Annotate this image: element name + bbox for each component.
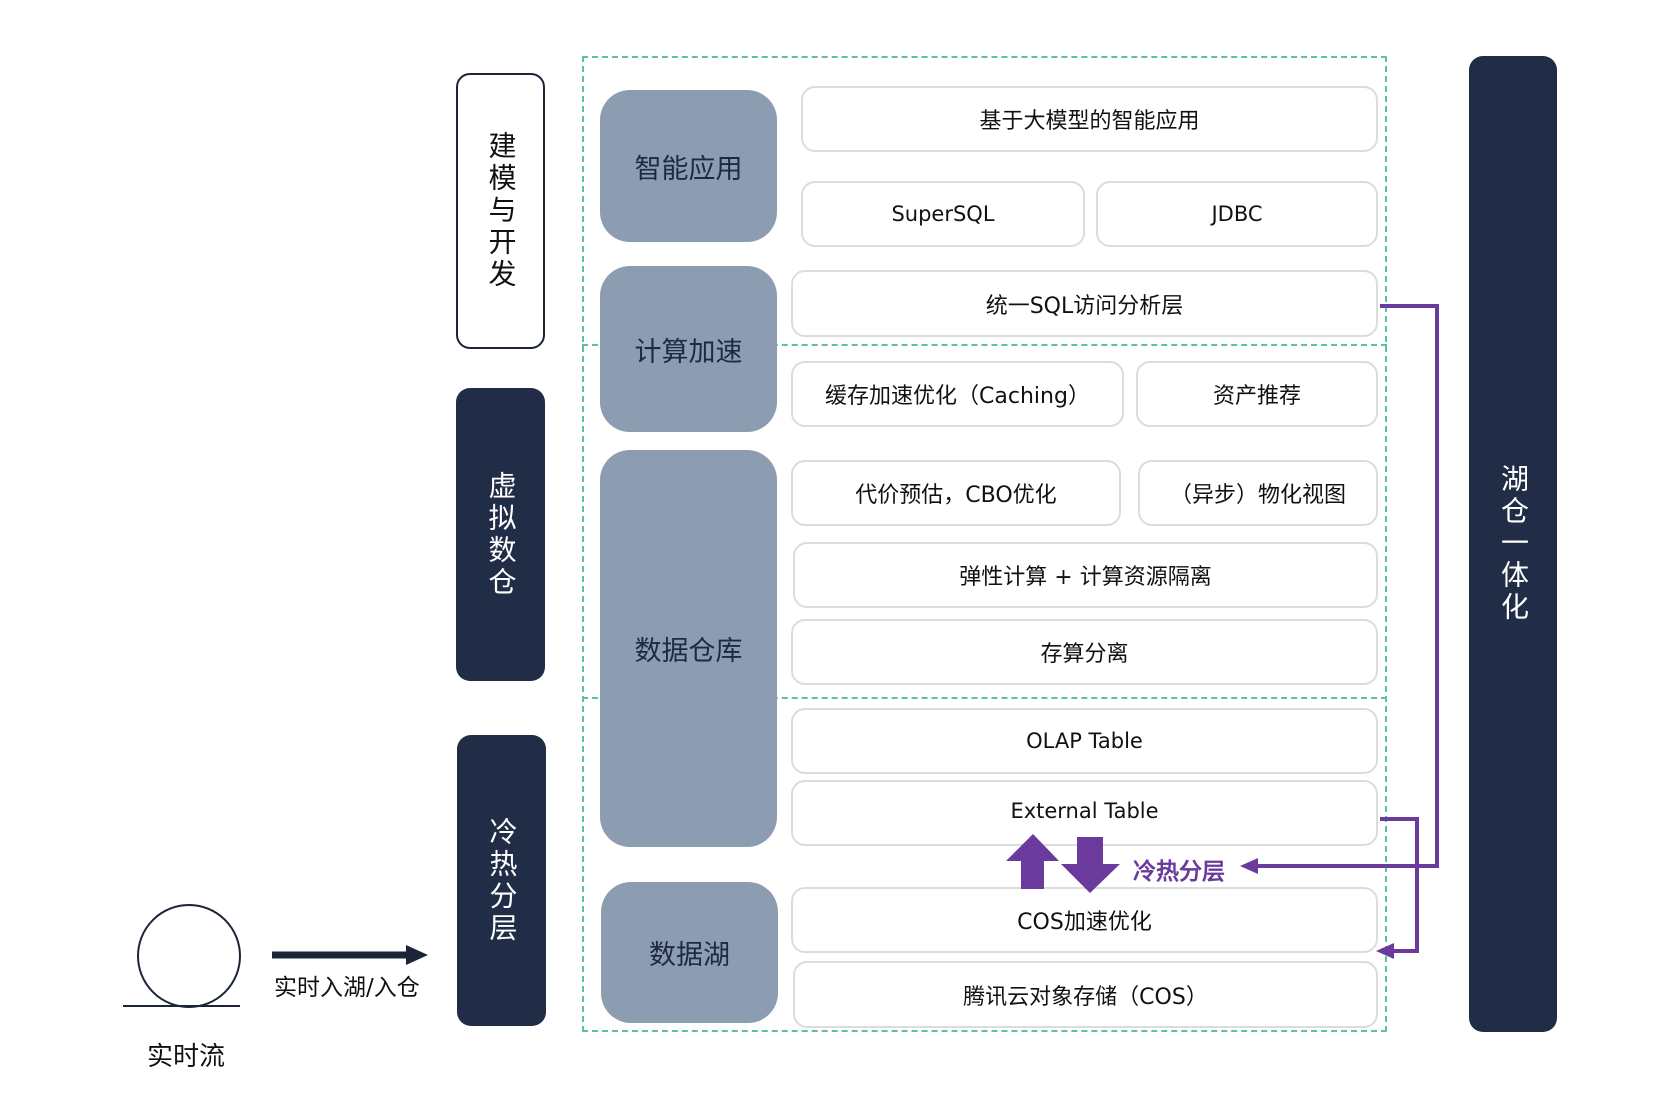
category-data-lake-label: 数据湖: [649, 940, 730, 971]
cell-cbo: 代价预估，CBO优化: [791, 460, 1121, 526]
category-ai-apps: 智能应用: [600, 90, 777, 242]
cell-supersql: SuperSQL: [801, 181, 1085, 247]
cell-cos-accel: COS加速优化: [791, 887, 1378, 953]
category-compute-accel: 计算加速: [600, 266, 777, 432]
cell-asset-recommend: 资产推荐: [1136, 361, 1378, 427]
cell-llm-apps: 基于大模型的智能应用: [801, 86, 1378, 152]
cell-olap-table-text: OLAP Table: [1026, 729, 1143, 753]
cell-cos-accel-text: COS加速优化: [1017, 910, 1152, 935]
cell-materialized-view: （异步）物化视图: [1138, 460, 1378, 526]
side-label-modeling-text: 建模与开发: [484, 131, 518, 291]
ingest-arrowhead: [406, 945, 428, 965]
side-label-virtual-dw: 虚拟数仓: [456, 388, 545, 681]
cell-cos-storage-text: 腾讯云对象存储（COS）: [963, 984, 1208, 1010]
cell-external-table: External Table: [791, 780, 1378, 846]
side-label-lakehouse: 湖仓一体化: [1469, 56, 1557, 1032]
connector-external-table-to-cos: [1380, 817, 1419, 953]
side-label-lakehouse-text: 湖仓一体化: [1497, 464, 1530, 624]
cell-cos-storage: 腾讯云对象存储（COS）: [793, 961, 1378, 1028]
cell-supersql-text: SuperSQL: [891, 202, 995, 226]
cell-elastic-compute-text: 弹性计算 + 计算资源隔离: [959, 565, 1212, 590]
cell-asset-recommend-text: 资产推荐: [1212, 384, 1301, 409]
category-data-warehouse-label: 数据仓库: [634, 636, 743, 667]
cell-unified-sql-text: 统一SQL访问分析层: [985, 293, 1184, 319]
cell-materialized-view-text: （异步）物化视图: [1169, 483, 1346, 508]
cell-olap-table: OLAP Table: [791, 708, 1378, 774]
layer-divider-top: [582, 344, 1387, 346]
cell-caching: 缓存加速优化（Caching）: [791, 361, 1124, 427]
tiering-flow-label: 冷热分层: [1133, 859, 1225, 885]
cell-jdbc-text: JDBC: [1211, 202, 1263, 226]
realtime-stream-label: 实时流: [147, 1042, 226, 1072]
cell-jdbc: JDBC: [1096, 181, 1378, 247]
category-data-lake: 数据湖: [601, 882, 778, 1023]
realtime-stream-icon: [137, 904, 241, 1008]
arrowhead-cos: [1376, 943, 1394, 959]
up-arrow-icon: [1006, 834, 1059, 889]
cell-elastic-compute: 弹性计算 + 计算资源隔离: [793, 542, 1378, 608]
side-label-tiering: 冷热分层: [457, 735, 546, 1026]
arrowhead-tiering: [1240, 858, 1258, 874]
category-ai-apps-label: 智能应用: [634, 153, 743, 185]
category-data-warehouse: 数据仓库: [600, 450, 777, 847]
category-compute-accel-label: 计算加速: [634, 336, 743, 368]
cell-unified-sql: 统一SQL访问分析层: [791, 270, 1378, 337]
connector-unified-sql-to-tiering: [1256, 304, 1439, 868]
cell-llm-apps-text: 基于大模型的智能应用: [979, 109, 1200, 134]
cell-caching-text: 缓存加速优化（Caching）: [825, 384, 1090, 409]
ingest-label: 实时入湖/入仓: [274, 975, 420, 1001]
cell-external-table-text: External Table: [1010, 799, 1159, 823]
cell-storage-compute-separation: 存算分离: [791, 619, 1378, 685]
layer-divider-bottom: [582, 697, 1387, 699]
cell-cbo-text: 代价预估，CBO优化: [855, 483, 1057, 508]
cell-storage-compute-separation-text: 存算分离: [1040, 642, 1129, 667]
layer-region-outline: [582, 56, 1387, 1032]
side-label-tiering-text: 冷热分层: [485, 816, 519, 945]
side-label-virtual-dw-text: 虚拟数仓: [484, 470, 518, 599]
down-arrow-icon: [1061, 837, 1120, 893]
side-label-modeling: 建模与开发: [456, 73, 545, 349]
